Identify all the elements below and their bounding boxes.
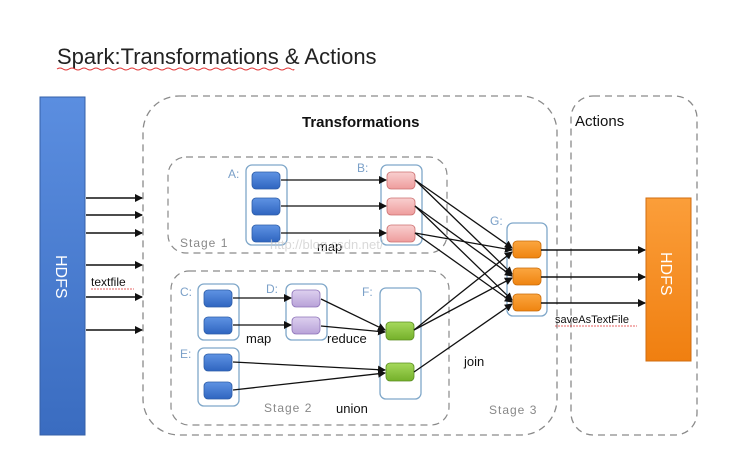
partition-g2 bbox=[512, 267, 542, 286]
title-spellcheck-underline bbox=[56, 67, 295, 71]
join-arrow bbox=[414, 205, 513, 301]
watermark: http://blog.csdn.net/ bbox=[270, 237, 384, 252]
partition-f2 bbox=[385, 362, 415, 382]
hdfs-source-bar bbox=[39, 96, 86, 436]
partition-b1 bbox=[386, 171, 416, 190]
partition-g3 bbox=[512, 293, 542, 312]
reduce-arrow bbox=[320, 298, 386, 331]
reduce-label: reduce bbox=[327, 331, 367, 346]
stage1-container bbox=[167, 156, 448, 254]
partition-d2 bbox=[291, 316, 321, 335]
rdd-g-label: G: bbox=[490, 214, 503, 228]
partition-e1 bbox=[203, 353, 233, 372]
hdfs-sink-bar bbox=[645, 197, 692, 362]
join-arrow bbox=[413, 277, 513, 331]
partition-a3 bbox=[251, 224, 281, 243]
union-arrow bbox=[232, 369, 386, 391]
textfile-label: textfile bbox=[91, 275, 126, 289]
rdd-b-label: B: bbox=[357, 161, 368, 175]
stage1-label: Stage 1 bbox=[180, 236, 228, 250]
partition-c1 bbox=[203, 289, 233, 308]
join-arrow bbox=[413, 251, 513, 331]
partition-a1 bbox=[251, 171, 281, 190]
hdfs-source-label: HDFS bbox=[52, 255, 69, 299]
rdd-d-label: D: bbox=[266, 282, 278, 296]
partition-e2 bbox=[203, 381, 233, 400]
partition-d1 bbox=[291, 289, 321, 308]
title-rest: & Actions bbox=[279, 44, 377, 69]
partition-c2 bbox=[203, 316, 233, 335]
join-arrow bbox=[414, 179, 513, 275]
join-arrow bbox=[414, 232, 513, 303]
join-arrow bbox=[413, 303, 513, 373]
reduce-arrow bbox=[320, 325, 386, 336]
rdd-a-label: A: bbox=[228, 167, 239, 181]
title-underlined: Spark:Transformations bbox=[57, 44, 279, 69]
map1-label: map bbox=[317, 239, 342, 254]
rdd-f bbox=[379, 287, 422, 400]
union-label: union bbox=[336, 401, 368, 416]
transformations-heading: Transformations bbox=[302, 114, 420, 131]
stage3-label: Stage 3 bbox=[489, 403, 537, 417]
save-label: saveAsTextFile bbox=[555, 314, 629, 326]
partition-b2 bbox=[386, 197, 416, 216]
partition-a2 bbox=[251, 197, 281, 216]
union-arrow bbox=[232, 361, 386, 374]
rdd-f-label: F: bbox=[362, 285, 373, 299]
actions-heading: Actions bbox=[575, 113, 624, 130]
join-arrow bbox=[414, 179, 513, 249]
join-label: join bbox=[463, 354, 484, 369]
rdd-c-label: C: bbox=[180, 285, 192, 299]
map2-label: map bbox=[246, 331, 271, 346]
stage2-label: Stage 2 bbox=[264, 401, 312, 415]
transformations-container bbox=[142, 95, 558, 436]
partition-f1 bbox=[385, 321, 415, 341]
page-title: Spark:Transformations & Actions bbox=[57, 44, 377, 69]
partition-b3 bbox=[386, 224, 416, 243]
hdfs-sink-label: HDFS bbox=[657, 252, 674, 296]
rdd-e-label: E: bbox=[180, 347, 191, 361]
partition-g1 bbox=[512, 240, 542, 259]
actions-container bbox=[570, 95, 698, 436]
join-arrow bbox=[414, 232, 513, 253]
